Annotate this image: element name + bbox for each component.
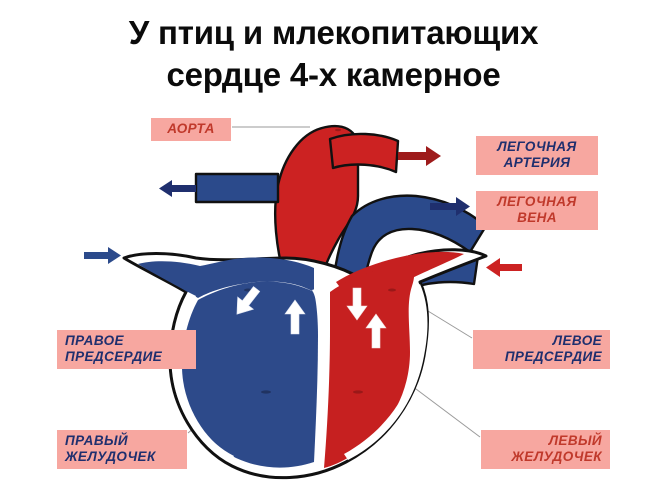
right-atrium-down-arrow [236, 286, 261, 315]
label-pulmonary-artery: ЛЕГОЧНАЯ АРТЕРИЯ [476, 136, 598, 175]
label-right-atrium: ПРАВОЕ ПРЕДСЕРДИЕ [57, 330, 196, 369]
vena-cava-inflow-arrow [84, 247, 121, 264]
aortic-arch-branch [328, 132, 400, 174]
label-aorta: АОРТА [151, 118, 231, 141]
page-title-line-1: У птиц и млекопитающих [128, 14, 539, 51]
heart-surface-detail-red [335, 128, 396, 394]
left-atrium-inflow-arrow [486, 258, 522, 277]
aorta-outflow-left-arrow [159, 180, 196, 197]
left-atrium-down-arrow [346, 287, 368, 321]
label-pulmonary-vein: ЛЕГОЧНАЯ ВЕНА [476, 191, 598, 230]
page-title-line-2: сердце 4-х камерное [166, 56, 501, 94]
pulmonary-artery-out-arrow [398, 146, 441, 166]
label-left-ventricle: ЛЕВЫЙ ЖЕЛУДОЧЕК [481, 430, 610, 469]
page-title: У птиц и млекопитающих сердце 4-х камерн… [0, 12, 667, 96]
right-myocardium-rim [344, 284, 428, 460]
label-right-ventricle: ПРАВЫЙ ЖЕЛУДОЧЕК [57, 430, 187, 469]
pulmonary-vein-in-arrow [430, 197, 470, 216]
label-left-atrium: ЛЕВОЕ ПРЕДСЕРДИЕ [473, 330, 610, 369]
right-atrium-chamber [138, 257, 314, 298]
right-ventricle-chamber [182, 281, 318, 468]
interventricular-septum [312, 288, 326, 466]
left-ventricle-up-arrow [365, 313, 387, 349]
superior-vena-cava-branch [194, 172, 280, 204]
leader-line-left-ventricle [411, 385, 481, 438]
right-ventricle-up-arrow [284, 299, 306, 335]
left-ventricle-chamber [324, 264, 415, 468]
left-myocardium-rim [172, 292, 234, 462]
